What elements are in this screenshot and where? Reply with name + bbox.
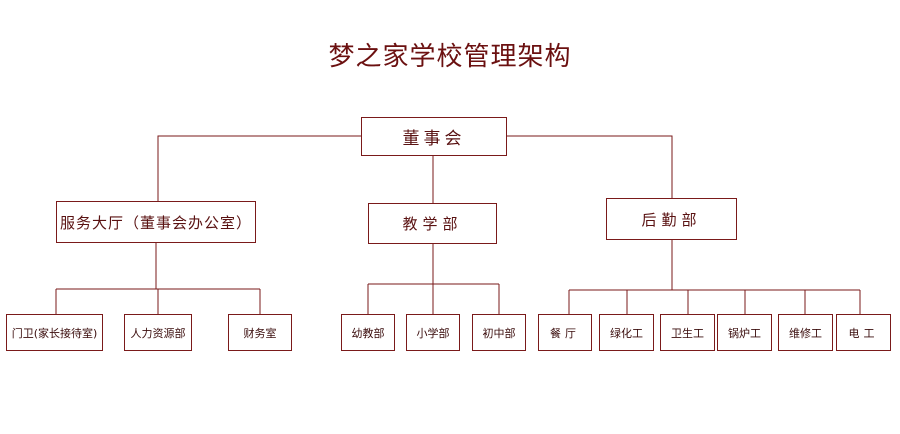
node-electrician: 电工 — [836, 314, 891, 351]
node-finance-office: 财务室 — [228, 314, 292, 351]
node-sanitation-worker: 卫生工 — [660, 314, 715, 351]
node-board: 董事会 — [361, 117, 507, 156]
node-human-resources: 人力资源部 — [124, 314, 192, 351]
chart-title: 梦之家学校管理架构 — [328, 42, 572, 72]
node-maintenance-worker: 维修工 — [778, 314, 833, 351]
node-kindergarten: 幼教部 — [341, 314, 395, 351]
node-canteen: 餐厅 — [538, 314, 592, 351]
connector-root-service — [157, 135, 361, 201]
connector-root-logistics — [507, 135, 673, 198]
node-junior-high: 初中部 — [472, 314, 526, 351]
node-logistics-dept: 后勤部 — [606, 198, 737, 240]
node-service-hall: 服务大厅（董事会办公室） — [56, 201, 256, 243]
node-teaching-dept: 教学部 — [368, 203, 497, 244]
node-gardener: 绿化工 — [599, 314, 654, 351]
node-gate-reception: 门卫(家长接待室) — [6, 314, 103, 351]
node-primary-school: 小学部 — [406, 314, 460, 351]
node-boiler-worker: 锅炉工 — [717, 314, 772, 351]
